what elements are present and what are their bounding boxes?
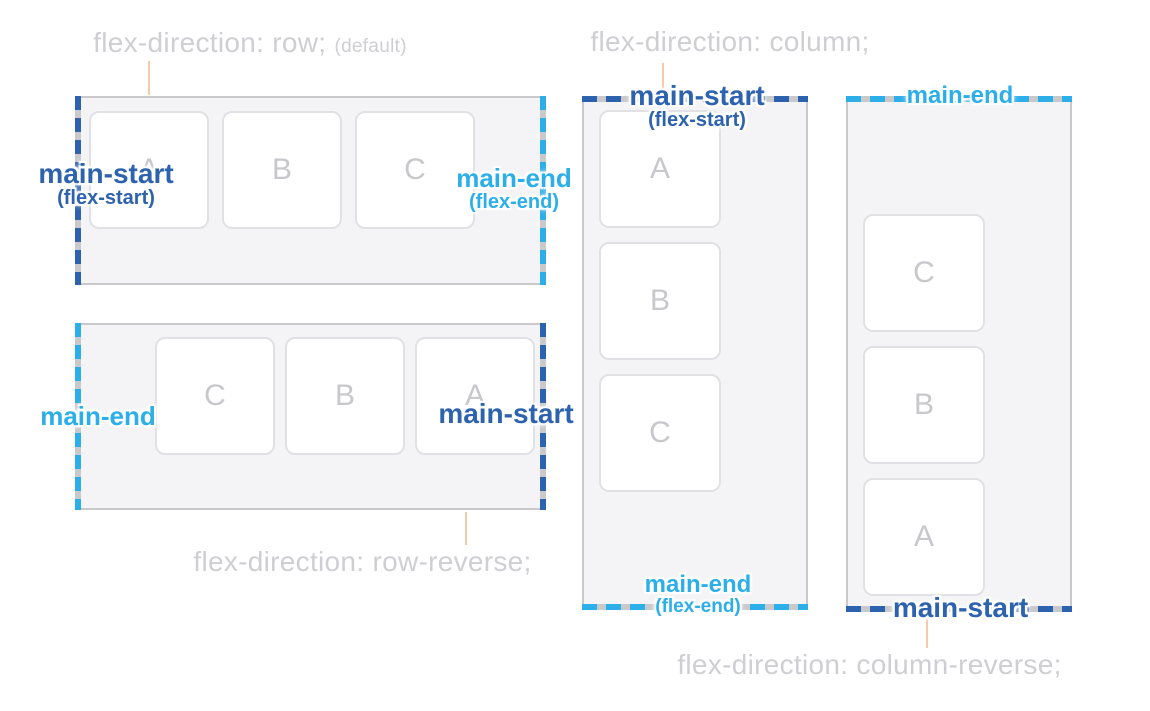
main-start-text: main-start (38, 158, 174, 189)
flex-start-text: (flex-start) (57, 187, 155, 210)
flex-item-b: B (222, 111, 342, 229)
panel-title-column-text: flex-direction: column; (590, 26, 870, 57)
flex-item-b: B (599, 242, 721, 360)
panel-title-row-text: flex-direction: row; (93, 27, 327, 58)
main-end-text: main-end (906, 82, 1014, 109)
main-start-label-column: main-start (flex-start) (617, 81, 777, 131)
main-end-edge-row-reverse (75, 323, 81, 510)
panel-title-row-note: (default) (334, 36, 407, 57)
main-start-edge-column-reverse (846, 606, 1072, 612)
flex-item-b: B (285, 337, 405, 455)
connector-line-column (662, 63, 664, 93)
main-end-label-column: main-end (flex-end) (618, 572, 778, 617)
main-end-edge-column (582, 604, 808, 610)
main-start-edge-column (582, 96, 808, 102)
main-start-label-row: main-start (flex-start) (16, 159, 196, 209)
main-end-edge-column-reverse (846, 96, 1072, 102)
panel-title-row: flex-direction: row; (default) (80, 27, 420, 59)
flex-item-a: A (863, 478, 985, 596)
panel-title-column-reverse: flex-direction: column-reverse; (672, 649, 1067, 681)
flex-item-c: C (863, 214, 985, 332)
main-start-text: main-start (892, 592, 1029, 623)
connector-line-row-reverse (465, 512, 467, 545)
flex-container-column: A B C (582, 96, 808, 610)
main-start-edge-row (75, 96, 81, 285)
main-end-text: main-end (456, 163, 572, 193)
flex-end-text: (flex-end) (469, 191, 559, 214)
main-start-text: main-start (438, 398, 574, 429)
flex-item-c: C (355, 111, 475, 229)
flex-item-a: A (89, 111, 209, 229)
main-end-text: main-end (40, 401, 156, 431)
connector-line-column-reverse (926, 617, 928, 648)
flex-container-row: A B C (75, 96, 546, 285)
panel-title-column: flex-direction: column; (590, 26, 870, 58)
main-start-text: main-start (629, 80, 765, 111)
main-start-label-column-reverse: main-start (878, 592, 1043, 623)
main-start-label-row-reverse: main-start (426, 398, 586, 429)
main-end-text: main-end (644, 571, 752, 598)
main-end-label-column-reverse: main-end (880, 83, 1040, 108)
flex-item-c: C (599, 374, 721, 492)
main-end-edge-row (540, 96, 546, 285)
flex-container-column-reverse: C B A (846, 96, 1072, 612)
panel-title-row-reverse-text: flex-direction: row-reverse; (193, 546, 532, 577)
main-end-label-row: main-end (flex-end) (434, 163, 594, 214)
panel-title-column-reverse-text: flex-direction: column-reverse; (677, 649, 1062, 680)
main-end-label-row-reverse: main-end (18, 401, 178, 431)
connector-line-row (148, 61, 150, 95)
flex-item-a: A (415, 337, 535, 455)
panel-title-row-reverse: flex-direction: row-reverse; (190, 546, 535, 578)
flex-item-c: C (155, 337, 275, 455)
flex-end-text: (flex-end) (655, 596, 741, 618)
flex-item-a: A (599, 110, 721, 228)
flex-start-text: (flex-start) (648, 109, 746, 132)
flex-container-row-reverse: C B A (75, 323, 546, 510)
flex-item-b: B (863, 346, 985, 464)
main-start-edge-row-reverse (540, 323, 546, 510)
